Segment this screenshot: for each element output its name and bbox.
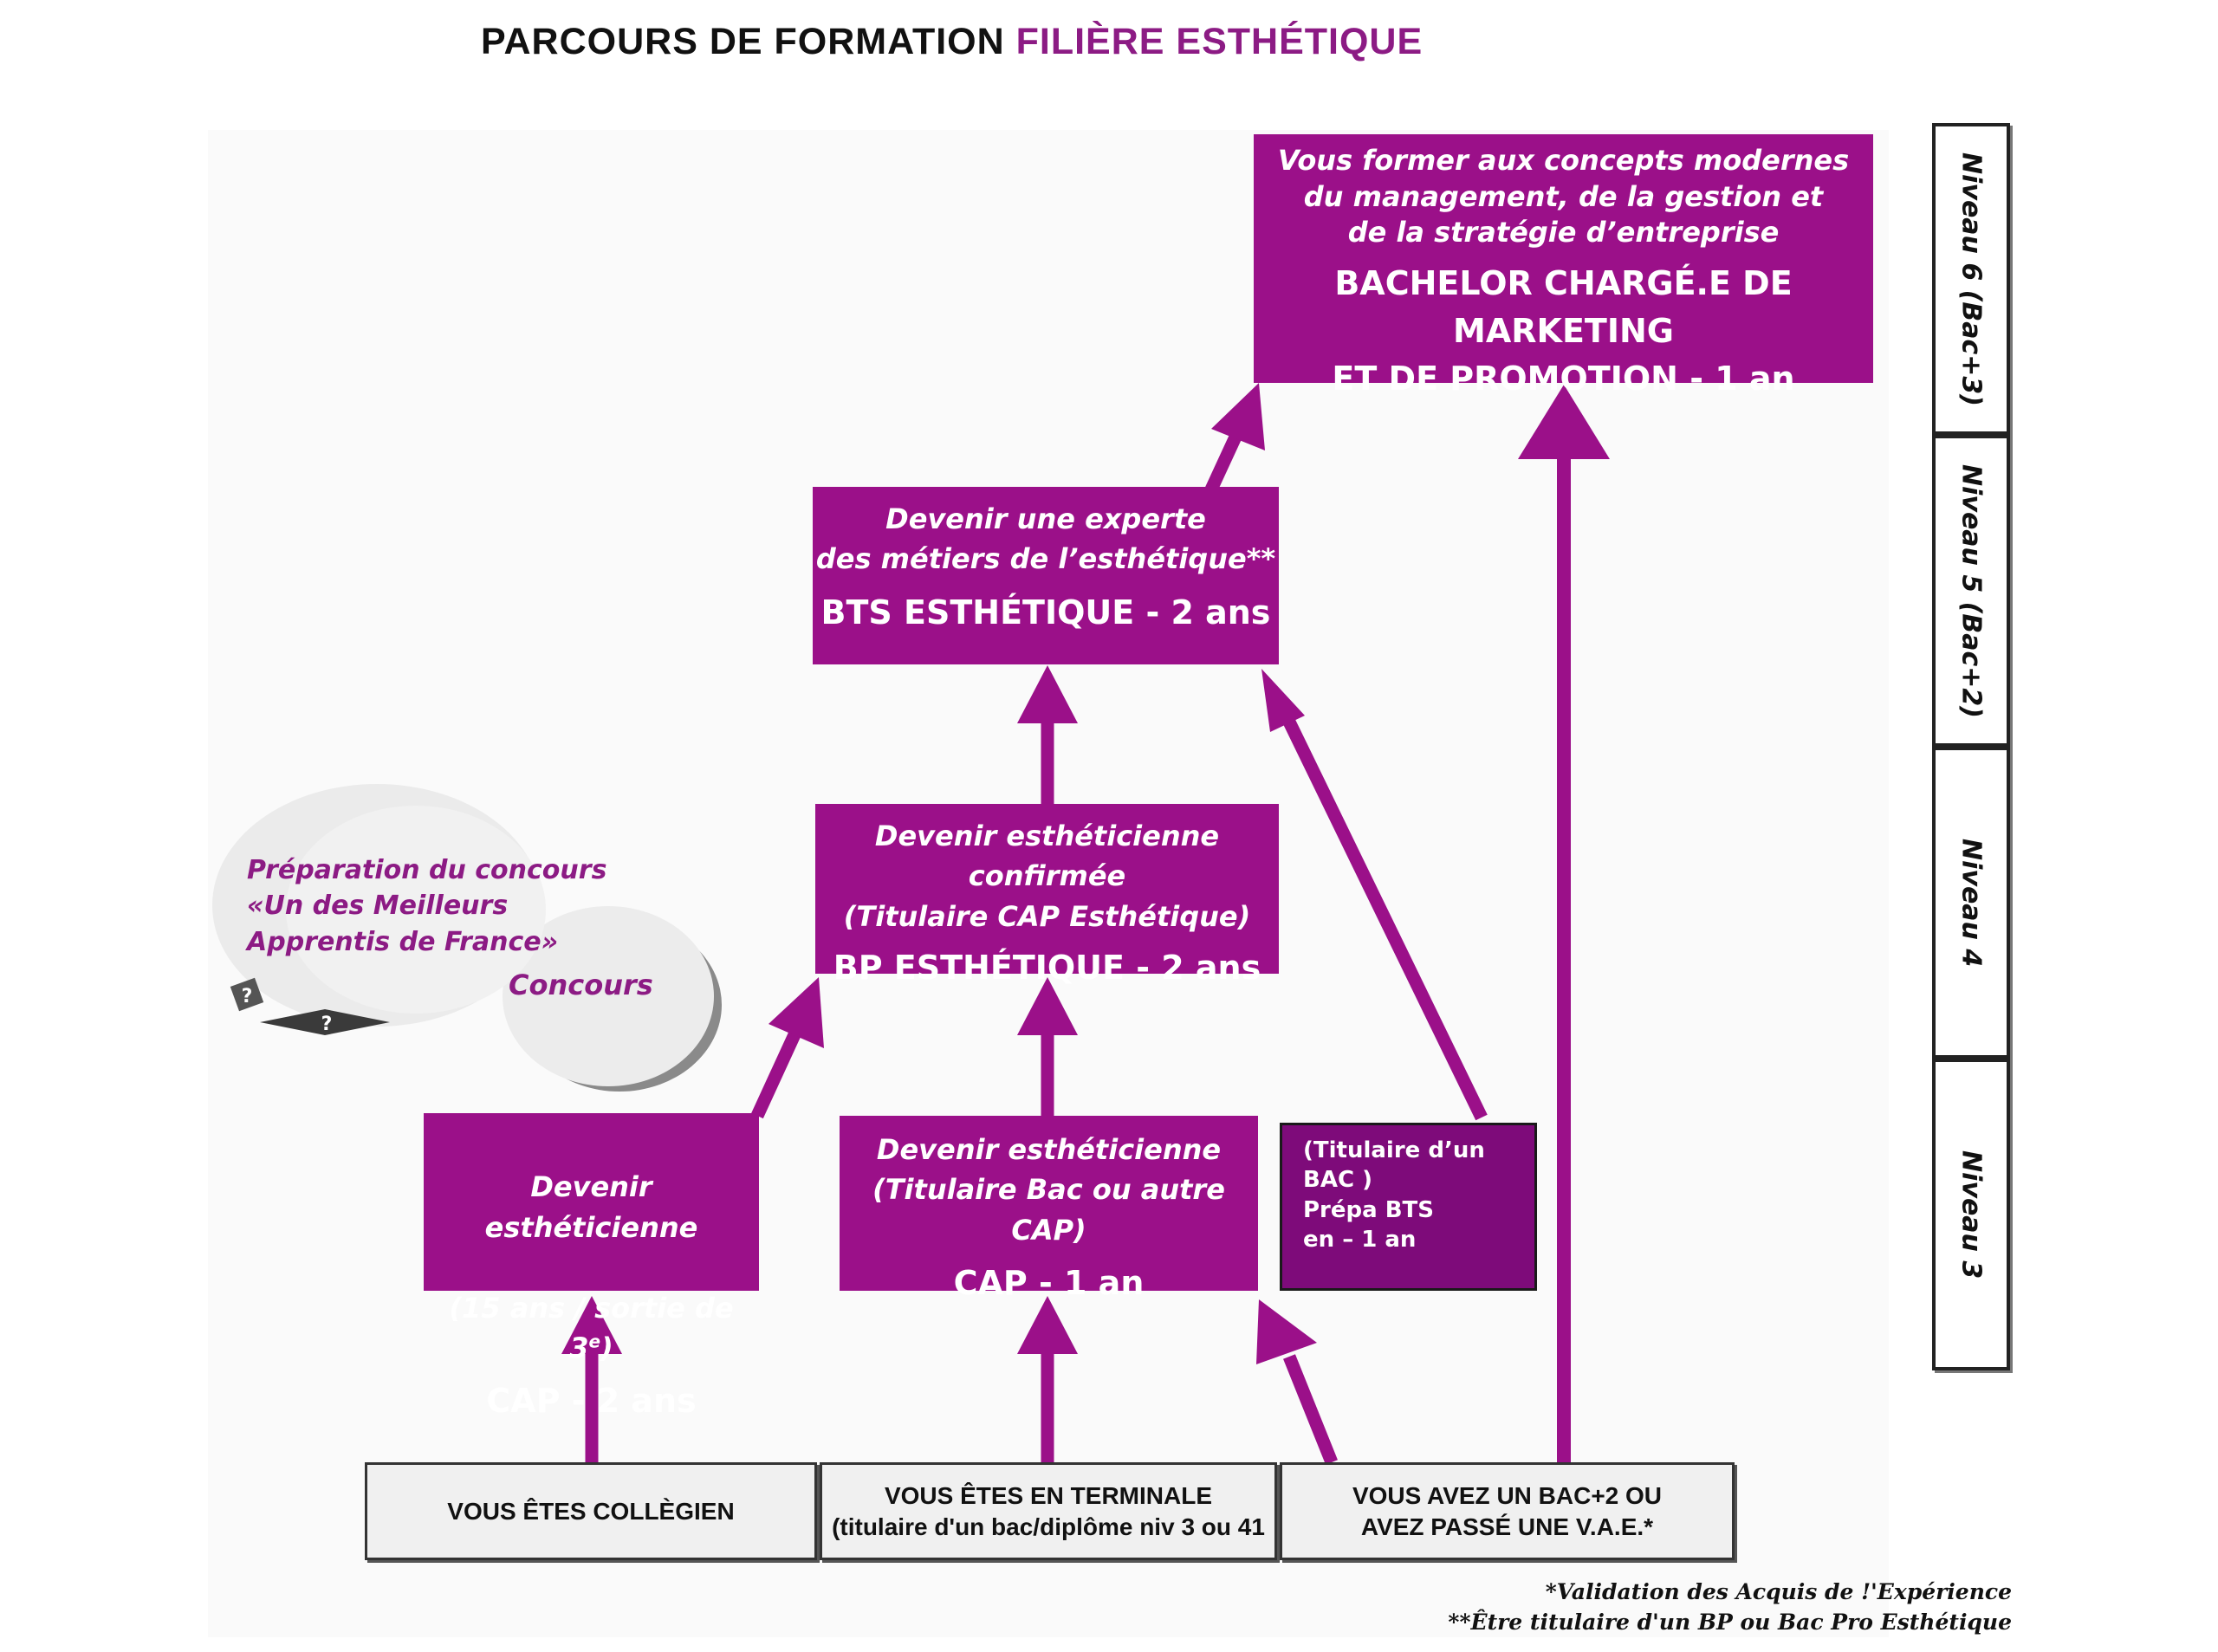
footnote-bts: **Être titulaire d'un BP ou Bac Pro Esth…: [1448, 1610, 2012, 1635]
bts-box: Devenir une experte des métiers de l’est…: [813, 487, 1279, 664]
cap-1-an-box: Devenir esthéticienne (Titulaire Bac ou …: [840, 1116, 1258, 1302]
arrows: [561, 383, 1610, 1465]
cap-2-ans-subtitle: Devenir esthéticienne (15 ans / sortie d…: [424, 1127, 759, 1368]
bts-subtitle: Devenir une experte des métiers de l’est…: [815, 502, 1276, 576]
bp-title: BP ESTHÉTIQUE - 2 ans: [833, 949, 1261, 988]
arrow-head-bac2-cap1: [1256, 1299, 1317, 1364]
level-niveau-3: Niveau 3: [1932, 1059, 2010, 1370]
cap-2-ans-subtitle-line2: (15 ans / sortie de 3e): [449, 1291, 734, 1364]
arrow-head-cap2-bp: [769, 977, 824, 1048]
diamond-shape: [260, 1009, 390, 1035]
bts-title: BTS ESTHÉTIQUE - 2 ans: [820, 593, 1271, 632]
concours-bubbles: [212, 784, 722, 1092]
arrow-head-bp-bts: [1017, 665, 1078, 723]
level-niveau-4-label: Niveau 4: [1955, 838, 1987, 968]
bubble-small: [503, 906, 714, 1086]
page-title: PARCOURS DE FORMATION FILIÈRE ESTHÉTIQUE: [481, 21, 1423, 63]
prepa-bts-box: (Titulaire d’un BAC ) Prépa BTS en – 1 a…: [1280, 1123, 1537, 1291]
arrow-prepa-bts: [1280, 711, 1488, 1121]
level-niveau-6-label: Niveau 6 (Bac+3): [1955, 152, 1987, 406]
question-decoration: ? ?: [230, 977, 390, 1035]
arrow-head-bac2-bachelor: [1518, 385, 1610, 459]
entry-bac2-vae: VOUS AVEZ UN BAC+2 OU AVEZ PASSÉ UNE V.A…: [1280, 1462, 1735, 1560]
bachelor-subtitle: Vous former aux concepts modernes du man…: [1277, 144, 1850, 249]
cap-2-ans-subtitle-line1: Devenir esthéticienne: [484, 1170, 698, 1244]
cap-1-an-title: CAP - 1 an: [953, 1264, 1145, 1303]
level-niveau-6: Niveau 6 (Bac+3): [1932, 123, 2010, 435]
bubble-concours-label: Concours: [509, 969, 653, 1001]
level-niveau-3-label: Niveau 3: [1955, 1150, 1987, 1279]
level-niveau-4: Niveau 4: [1932, 747, 2010, 1059]
arrow-head-collegien-cap2: [561, 1296, 622, 1354]
arrow-head-prepa-bts: [1261, 669, 1305, 732]
bachelor-title: BACHELOR CHARGÉ.E DE MARKETING ET DE PRO…: [1332, 263, 1795, 398]
bp-box: Devenir esthéticienne confirmée (Titulai…: [815, 804, 1279, 987]
svg-text:?: ?: [321, 1014, 333, 1035]
arrow-head-terminale-cap1: [1017, 1296, 1078, 1354]
title-prefix: PARCOURS DE FORMATION: [481, 21, 1005, 62]
svg-text:?: ?: [242, 986, 253, 1007]
level-niveau-5: Niveau 5 (Bac+2): [1932, 435, 2010, 747]
question-square-icon: [230, 977, 264, 1012]
level-niveau-5-label: Niveau 5 (Bac+2): [1955, 463, 1987, 718]
bubble-large-inner: [286, 806, 546, 1014]
cap-2-ans-box: Devenir esthéticienne (15 ans / sortie d…: [424, 1113, 759, 1420]
footnote-vae: *Validation des Acquis de !'Expérience: [1545, 1579, 2012, 1604]
arrow-bac2-cap1: [1283, 1354, 1338, 1465]
entry-terminale: VOUS ÊTES EN TERMINALE (titulaire d'un b…: [820, 1462, 1277, 1560]
entry-collegien: VOUS ÊTES COLLÈGIEN: [365, 1462, 817, 1560]
arrow-head-bts-bachelor: [1211, 383, 1265, 450]
bachelor-box: Vous former aux concepts modernes du man…: [1254, 134, 1873, 398]
arrow-head-cap1-bp: [1017, 977, 1078, 1035]
cap-2-ans-title: CAP - 2 ans: [486, 1382, 697, 1421]
cap-1-an-subtitle: Devenir esthéticienne (Titulaire Bac ou …: [872, 1133, 1225, 1247]
bubble-preparation-text: Préparation du concours «Un des Meilleur…: [247, 855, 607, 957]
bp-subtitle: Devenir esthéticienne confirmée (Titulai…: [843, 820, 1251, 933]
title-highlight: FILIÈRE ESTHÉTIQUE: [1015, 21, 1424, 62]
arrow-bts-bachelor: [1205, 430, 1243, 493]
arrow-cap2-bp: [751, 1027, 802, 1119]
